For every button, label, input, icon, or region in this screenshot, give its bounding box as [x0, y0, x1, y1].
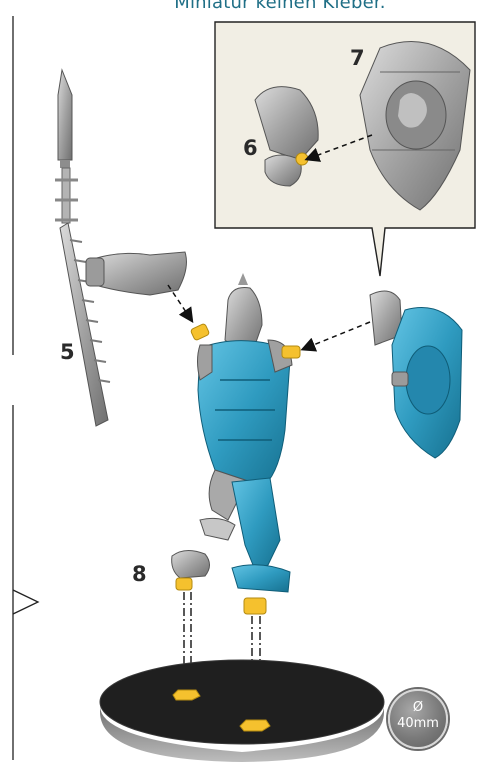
- step-number-8: 8: [132, 562, 147, 586]
- diameter-symbol: Ø: [390, 701, 446, 714]
- shield-arm-part: [370, 291, 462, 458]
- base-size-badge: Ø 40mm: [388, 689, 448, 749]
- spear-part: [55, 70, 110, 426]
- base-size-label: 40mm: [390, 717, 446, 730]
- step-number-7: 7: [350, 46, 365, 70]
- step-number-6: 6: [243, 136, 258, 160]
- page-bracket: [13, 16, 38, 760]
- step-number-5: 5: [60, 340, 75, 364]
- head-part: [172, 550, 210, 590]
- round-base: [100, 660, 384, 762]
- spear-arm-part: [86, 252, 186, 295]
